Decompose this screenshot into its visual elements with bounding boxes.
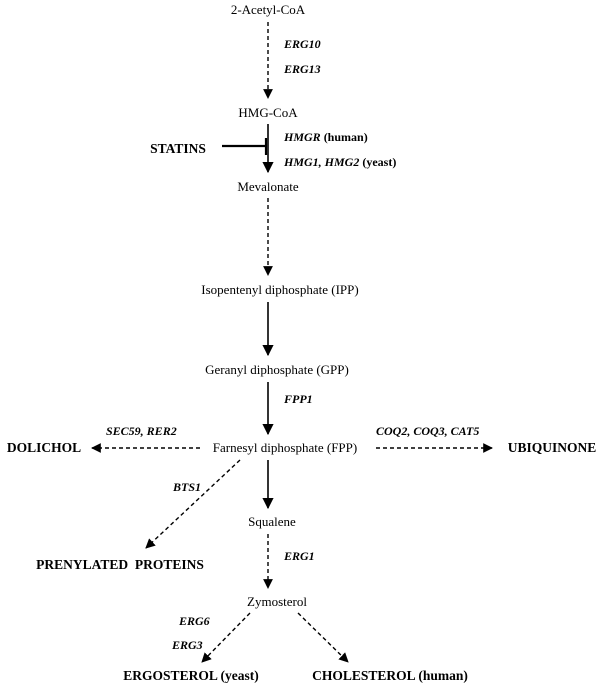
product-cholesterol: CHOLESTEROL (human) (312, 668, 468, 683)
gene-sec59-rer2: SEC59, RER2 (106, 424, 177, 438)
gene-hmg1-hmg2: HMG1, HMG2 (yeast) (283, 155, 396, 169)
node-hmg-coa: HMG-CoA (238, 105, 298, 120)
gene-hmg2: HMG2 (324, 155, 360, 169)
gene-erg6: ERG6 (178, 614, 210, 628)
node-acetyl-coa: 2-Acetyl-CoA (231, 2, 306, 17)
node-squalene: Squalene (248, 514, 296, 529)
gene-erg10: ERG10 (283, 37, 321, 51)
gene-erg13: ERG13 (283, 62, 321, 76)
gene-hmg-tag: (yeast) (359, 155, 396, 169)
node-ipp: Isopentenyl diphosphate (IPP) (201, 282, 358, 297)
arrow-zymosterol-to-ergosterol (201, 612, 251, 663)
gene-coq2-coq3-cat5: COQ2, COQ3, CAT5 (376, 424, 479, 438)
product-ergosterol: ERGOSTEROL (yeast) (123, 668, 258, 683)
gene-hmgr: HMGR (human) (283, 130, 368, 144)
product-statins: STATINS (150, 141, 206, 156)
node-fpp: Farnesyl diphosphate (FPP) (213, 440, 357, 455)
gene-erg1: ERG1 (283, 549, 315, 563)
arrow-zymosterol-to-cholesterol (297, 612, 349, 663)
gene-hmg1: HMG1 (283, 155, 319, 169)
gene-hmgr-tag: (human) (321, 130, 368, 144)
product-ubiquinone: UBIQUINONE (508, 440, 597, 455)
product-dolichol: DOLICHOL (7, 440, 81, 455)
product-prenylated-proteins: PRENYLATED PROTEINS (36, 557, 204, 572)
arrow-fpp-to-prenylated-proteins (145, 459, 241, 549)
node-zymosterol: Zymosterol (247, 594, 307, 609)
node-mevalonate: Mevalonate (237, 179, 299, 194)
gene-separator: , (318, 155, 325, 169)
node-gpp: Geranyl diphosphate (GPP) (205, 362, 349, 377)
gene-erg3: ERG3 (171, 638, 203, 652)
gene-bts1: BTS1 (172, 480, 201, 494)
gene-hmgr-name: HMGR (283, 130, 321, 144)
gene-fpp1: FPP1 (283, 392, 313, 406)
